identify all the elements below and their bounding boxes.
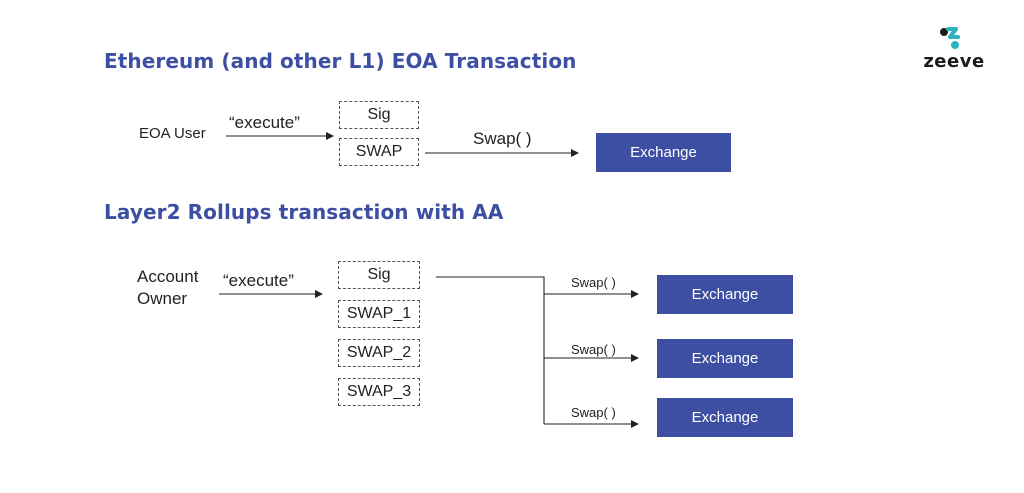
sig-box-2: Sig	[338, 261, 420, 289]
zeeve-logo: zeeve	[922, 25, 986, 73]
eoa-user-label: EOA User	[139, 125, 206, 142]
swap-3-box: SWAP_3	[338, 378, 420, 406]
swap-call-label-2c: Swap( )	[571, 405, 616, 420]
exchange-box-1: Exchange	[596, 133, 731, 172]
swap-1-box: SWAP_1	[338, 300, 420, 328]
fanout-trunk	[436, 276, 545, 424]
swap-call-label-2a: Swap( )	[571, 275, 616, 290]
account-owner-label-1: Account	[137, 267, 199, 286]
section2-title: Layer2 Rollups transaction with AA	[104, 200, 504, 224]
exchange-box-2a: Exchange	[657, 275, 793, 314]
sig-box-1: Sig	[339, 101, 419, 129]
execute-label-1: “execute”	[229, 113, 300, 132]
swap-call-label-1: Swap( )	[473, 129, 532, 148]
execute-label-2: “execute”	[223, 271, 294, 290]
swap-2-box: SWAP_2	[338, 339, 420, 367]
swap-box-1: SWAP	[339, 138, 419, 166]
logo-wordmark: zeeve	[923, 51, 985, 72]
account-owner-label-2: Owner	[137, 289, 188, 308]
swap-call-label-2b: Swap( )	[571, 342, 616, 357]
exchange-box-2c: Exchange	[657, 398, 793, 437]
exchange-box-2b: Exchange	[657, 339, 793, 378]
zeeve-logo-icon	[940, 27, 960, 49]
section1-title: Ethereum (and other L1) EOA Transaction	[104, 49, 577, 73]
